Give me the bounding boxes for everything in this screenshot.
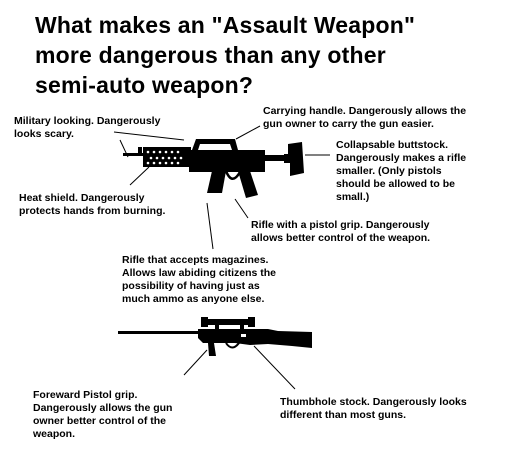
caption-collapsable-buttstock: Collapsable buttstock. Dangerously makes… (336, 139, 466, 204)
caption-line: smaller. (Only pistols (336, 165, 442, 177)
caption-line: Heat shield. Dangerously (19, 192, 145, 204)
caption-line: Military looking. Dangerously (14, 115, 161, 127)
title-line-2: more dangerous than any other (35, 42, 386, 68)
caption-line: Collapsable buttstock. (336, 139, 449, 151)
caption-pistol-grip: Rifle with a pistol grip. Dangerously al… (251, 219, 430, 245)
caption-line: different than most guns. (280, 409, 406, 421)
caption-line: Carrying handle. Dangerously allows the (263, 105, 467, 117)
caption-foreward-pistol-grip: Foreward Pistol grip. Dangerously allows… (33, 389, 172, 441)
caption-line: much ammo as anyone else. (122, 293, 265, 305)
page-title: What makes an "Assault Weapon" more dang… (35, 10, 505, 100)
caption-heat-shield: Heat shield. Dangerously protects hands … (19, 192, 165, 218)
pointer-lines (113, 125, 330, 390)
caption-line: gun owner to carry the gun easier. (263, 118, 434, 130)
caption-line: weapon. (33, 428, 76, 440)
caption-line: Dangerously allows the gun (33, 402, 173, 414)
caption-line: Rifle that accepts magazines. (122, 254, 269, 266)
caption-line: Thumbhole stock. Dangerously looks (280, 396, 467, 408)
caption-line: Allows law abiding citizens the (122, 267, 277, 279)
caption-line: small.) (336, 191, 370, 203)
caption-line: owner better control of the (33, 415, 167, 427)
title-line-1: What makes an "Assault Weapon" (35, 12, 416, 38)
caption-carrying-handle: Carrying handle. Dangerously allows the … (263, 105, 466, 131)
caption-line: Dangerously makes a rifle (336, 152, 467, 164)
heat-shield-holes (146, 150, 183, 165)
thumbhole-opening (241, 334, 246, 337)
caption-line: Foreward Pistol grip. (33, 389, 138, 401)
caption-line: Rifle with a pistol grip. Dangerously (251, 219, 430, 231)
caption-line: should be allowed to be (336, 178, 456, 190)
assault-rifle-drawing (123, 139, 304, 198)
caption-line: allows better control of the weapon. (251, 232, 431, 244)
hunting-rifle-drawing (118, 317, 312, 356)
caption-line: looks scary. (14, 128, 74, 140)
title-line-3: semi-auto weapon? (35, 72, 254, 98)
caption-line: protects hands from burning. (19, 205, 166, 217)
caption-magazines: Rifle that accepts magazines. Allows law… (122, 254, 276, 306)
caption-line: possibility of having just as (122, 280, 260, 292)
caption-military-looking: Military looking. Dangerously looks scar… (14, 115, 160, 141)
caption-thumbhole-stock: Thumbhole stock. Dangerously looks diffe… (280, 396, 467, 422)
